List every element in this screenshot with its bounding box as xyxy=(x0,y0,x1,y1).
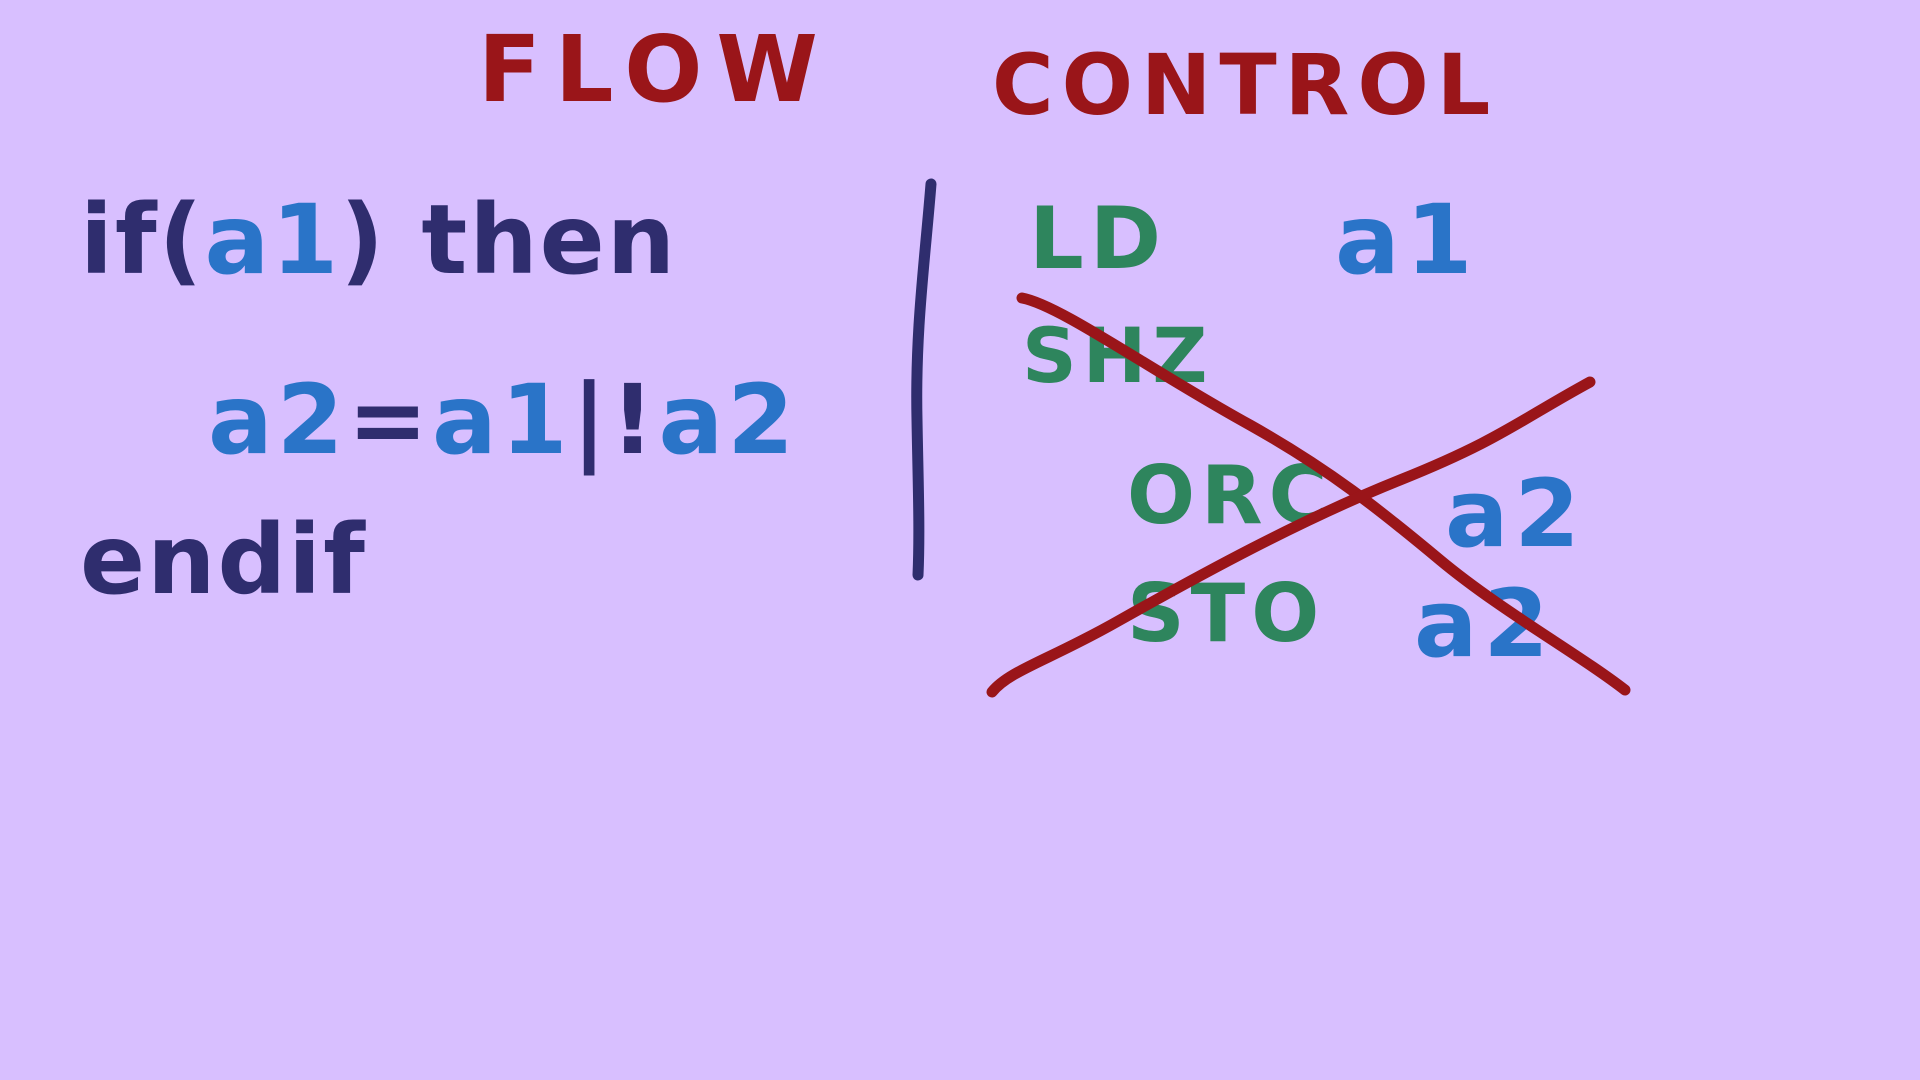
then-keyword: then xyxy=(421,184,678,296)
operand-1: a1 xyxy=(432,364,572,476)
equals-sign: = xyxy=(347,364,433,476)
or-operator: | xyxy=(571,364,611,476)
if-close: ) xyxy=(340,184,386,296)
instr-op-sto: STO xyxy=(1127,567,1326,660)
instr-op-ld: LD xyxy=(1029,189,1168,289)
code-line-1: if(a1) then xyxy=(80,192,677,288)
code-line-2: a2=a1|!a2 xyxy=(208,372,798,468)
title-control: CONTROL xyxy=(992,36,1499,134)
assign-lhs: a2 xyxy=(208,364,348,476)
code-line-3: endif xyxy=(80,504,367,616)
instr-arg-a1: a1 xyxy=(1335,184,1479,296)
if-arg: a1 xyxy=(204,184,341,296)
operand-2: a2 xyxy=(658,364,799,476)
strike-line-1 xyxy=(1016,292,1631,696)
not-operator: ! xyxy=(610,364,659,476)
strike-line-2 xyxy=(986,376,1596,698)
divider-line xyxy=(911,178,937,581)
if-keyword: if( xyxy=(80,184,205,296)
title-flow: FLOW xyxy=(478,16,832,123)
instr-arg-a2-orc: a2 xyxy=(1445,460,1586,569)
